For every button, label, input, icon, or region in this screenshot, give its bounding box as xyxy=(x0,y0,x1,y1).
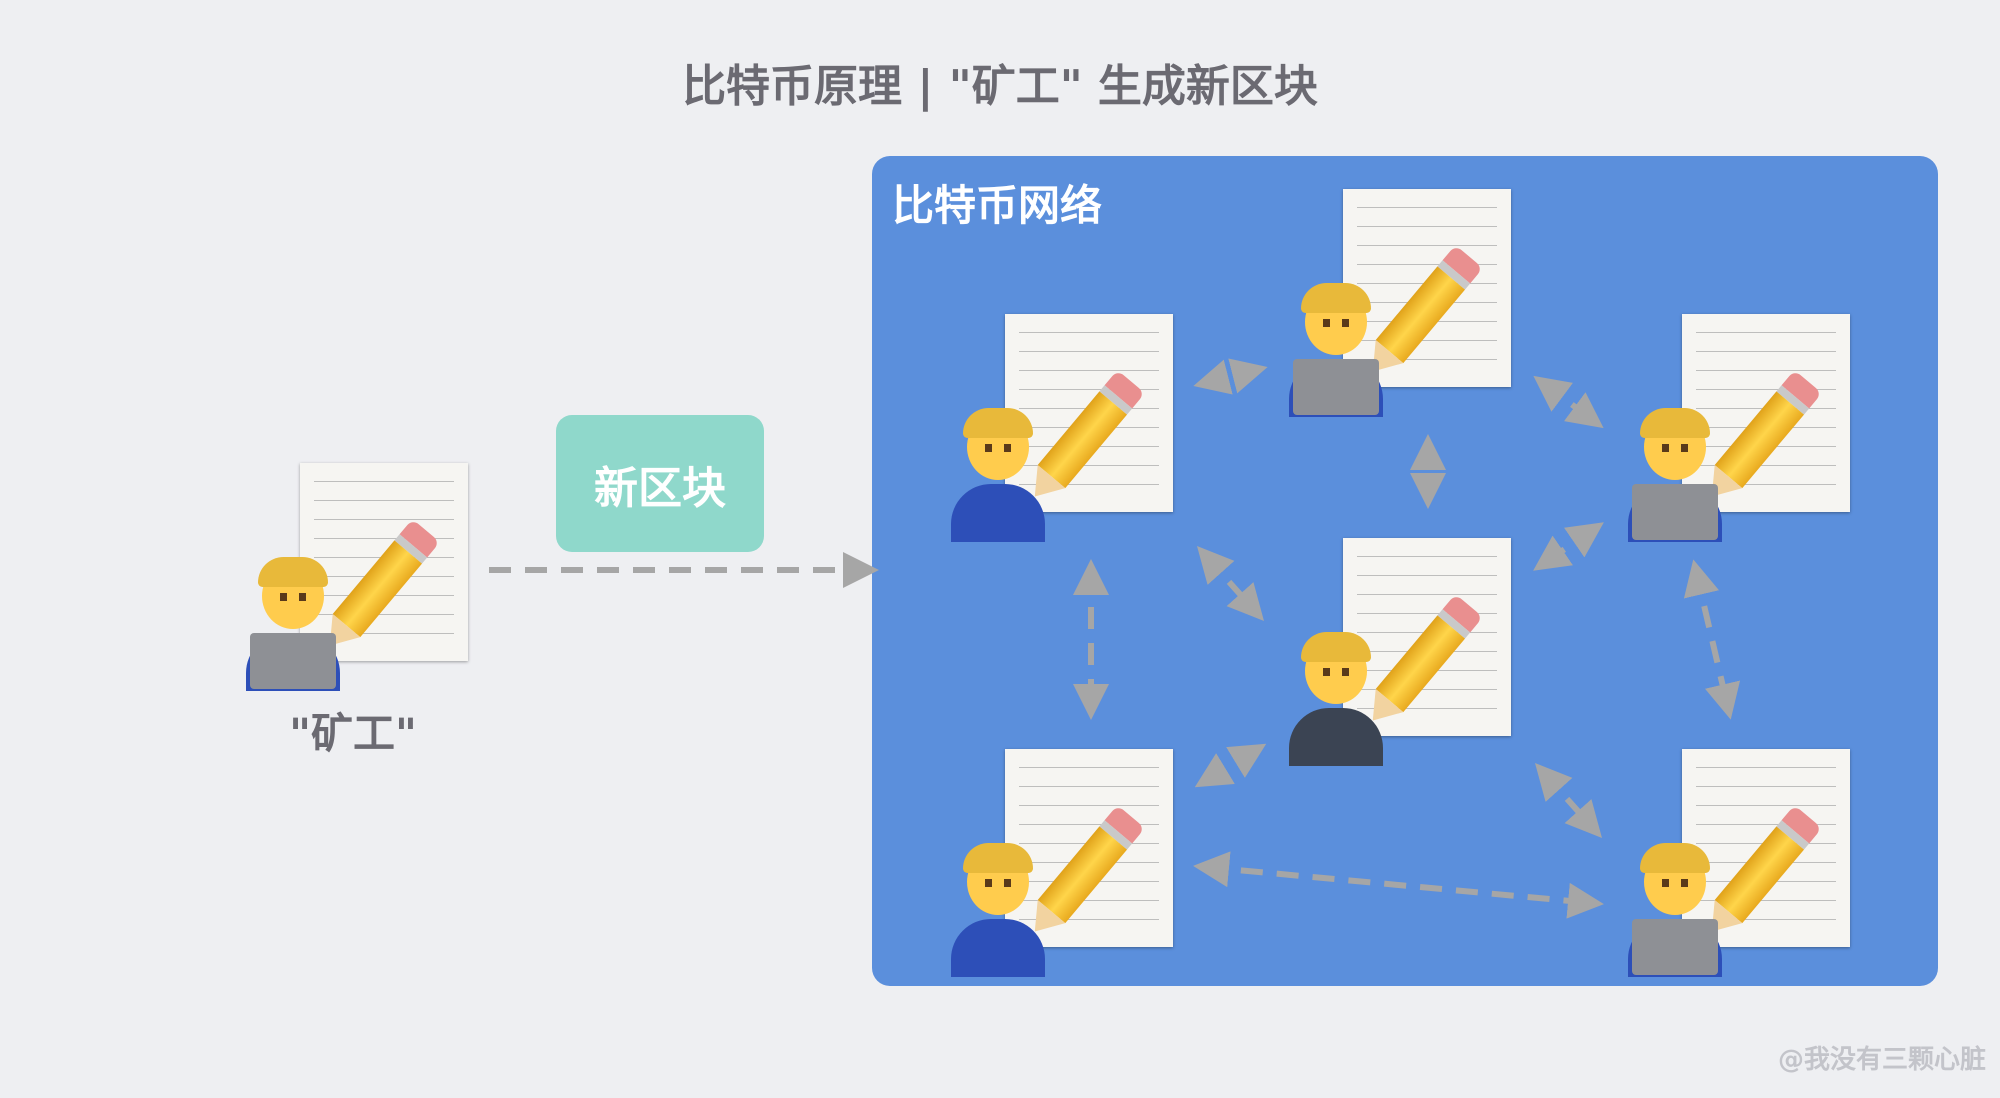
miner-label: "矿工" xyxy=(289,709,417,758)
technologist-icon xyxy=(1283,283,1389,419)
network-node xyxy=(945,749,1175,979)
network-node xyxy=(1283,538,1513,768)
network-node xyxy=(945,314,1175,544)
technologist-icon xyxy=(1622,843,1728,979)
bidirectional-arrow xyxy=(1193,851,1604,919)
network-node xyxy=(1622,314,1852,544)
network-title: 比特币网络 xyxy=(892,181,1103,230)
network-node xyxy=(1622,749,1852,979)
miner-node xyxy=(240,463,470,693)
bidirectional-arrow xyxy=(1534,763,1603,838)
technologist-icon xyxy=(1622,408,1728,544)
bidirectional-arrow xyxy=(1533,522,1604,571)
watermark: @我没有三颗心脏 xyxy=(1777,1045,1986,1075)
mechanic-icon xyxy=(945,843,1051,979)
teacher-icon xyxy=(945,408,1051,544)
bidirectional-arrow xyxy=(1196,546,1265,621)
network-node xyxy=(1283,189,1513,419)
technologist-icon xyxy=(240,557,346,693)
bidirectional-arrow xyxy=(1683,559,1741,720)
office-worker-icon xyxy=(1283,632,1389,768)
new-block: 新区块 xyxy=(556,415,764,552)
bidirectional-arrow xyxy=(1194,743,1267,788)
page-title: 比特币原理 | "矿工" 生成新区块 xyxy=(682,61,1318,112)
bidirectional-arrow xyxy=(1193,358,1268,395)
bidirectional-arrow xyxy=(1533,375,1604,429)
